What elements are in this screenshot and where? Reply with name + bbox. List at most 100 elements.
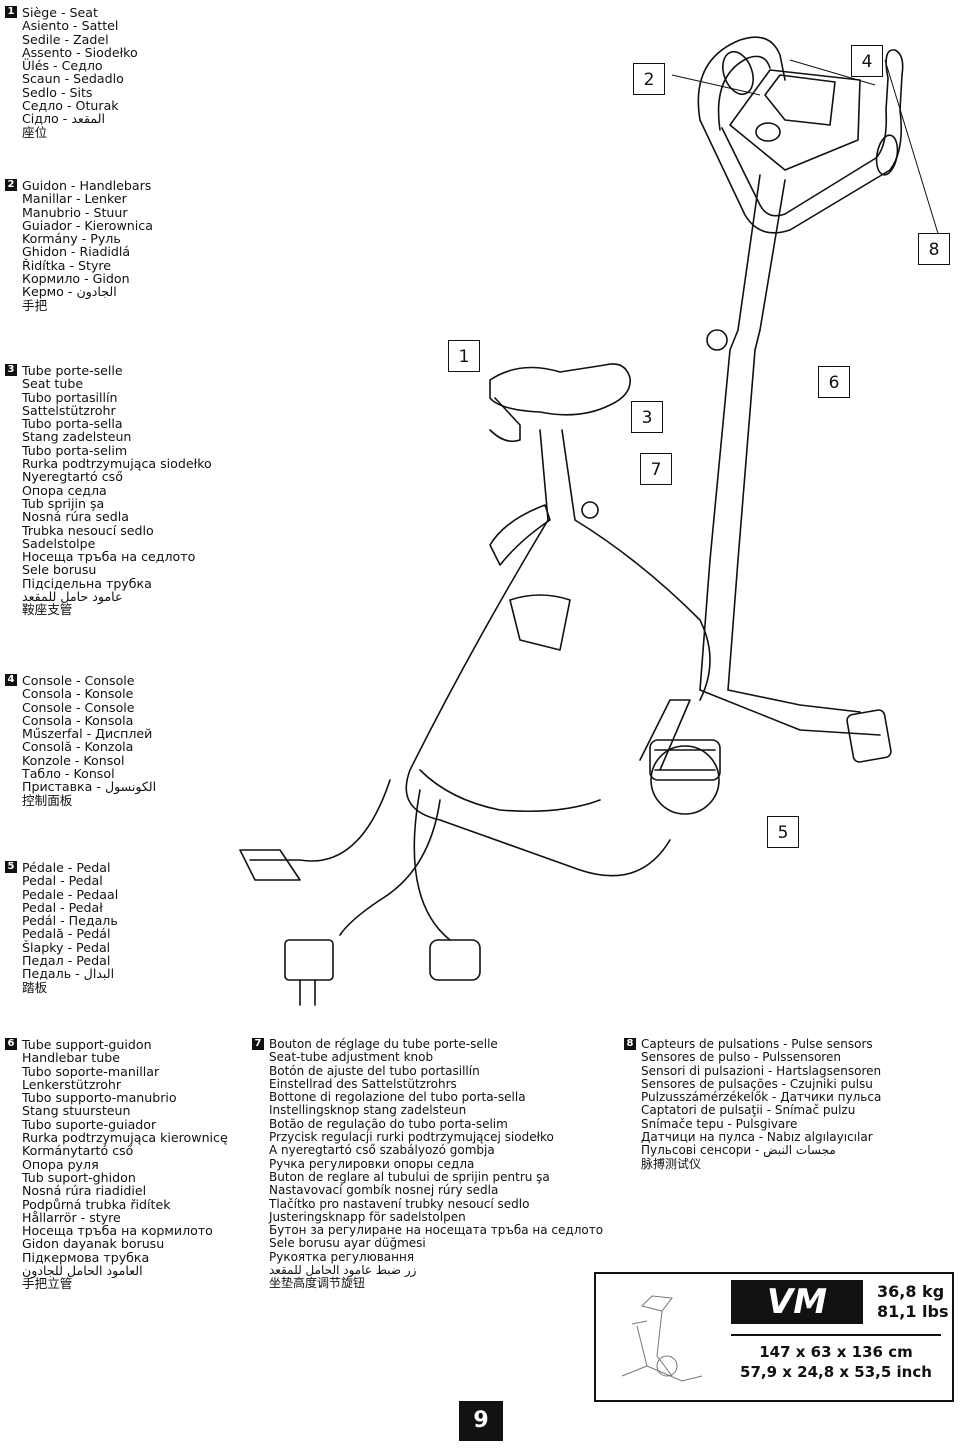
part-label: Műszerfal - Дисплей bbox=[22, 726, 153, 742]
part-label: Tube support-guidon bbox=[22, 1037, 152, 1052]
part-list-seat-tube: Tube porte-selle Seat tube Tubo portasil… bbox=[22, 364, 212, 617]
part-label: Педаль - البدال bbox=[22, 966, 115, 982]
part-label: Pedal - Pedał bbox=[22, 899, 103, 915]
part-label: 座位 bbox=[22, 124, 48, 140]
part-label: Manillar - Lenker bbox=[22, 191, 127, 207]
part-label: Nosná rúra sedla bbox=[22, 509, 129, 525]
callout-3: 3 bbox=[631, 401, 663, 433]
part-label: Опора седла bbox=[22, 482, 107, 498]
part-label: Scaun - Sedadlo bbox=[22, 71, 124, 87]
part-label: Носеща тръба на кормилото bbox=[22, 1223, 213, 1239]
part-label: Седло - Oturak bbox=[22, 98, 119, 114]
part-label: Кормило - Gidon bbox=[22, 271, 130, 287]
part-list-pedal: Pédale - Pedal Pedal - Pedal Pedale - Pe… bbox=[22, 861, 118, 994]
part-label: Сідло - المقعد bbox=[22, 111, 105, 127]
part-label: Seat-tube adjustment knob bbox=[269, 1050, 434, 1065]
part-label: Rurka podtrzymująca kierownicę bbox=[22, 1130, 228, 1146]
callout-8: 8 bbox=[918, 233, 950, 265]
part-list-pulse-sensors: Capteurs de pulsations - Pulse sensors S… bbox=[641, 1037, 882, 1171]
callout-1: 1 bbox=[448, 340, 480, 372]
part-label: Pedale - Pedaal bbox=[22, 886, 119, 902]
part-label: Датчици на пулса - Nabız algılayıcılar bbox=[641, 1130, 873, 1145]
part-label: Pedal - Pedal bbox=[22, 873, 103, 889]
part-label: Sattelstützrohr bbox=[22, 402, 116, 418]
part-label: Sadelstolpe bbox=[22, 535, 96, 551]
part-label: Tubo porta-selim bbox=[22, 442, 128, 458]
part-label: Rurka podtrzymująca siodełko bbox=[22, 456, 212, 472]
page-number: 9 bbox=[459, 1401, 503, 1441]
part-label: Stang stuursteun bbox=[22, 1103, 131, 1119]
part-label: Табло - Konsol bbox=[22, 766, 115, 782]
part-label: Kormány - Руль bbox=[22, 231, 121, 247]
bike-line-drawing bbox=[239, 36, 941, 1006]
part-label: Snímače tepu - Pulsgivare bbox=[641, 1116, 798, 1131]
part-label: Tub suport-ghidon bbox=[22, 1169, 136, 1185]
part-label: Кермо - الجادون bbox=[22, 284, 117, 300]
part-label: Підсідельна трубка bbox=[22, 575, 152, 591]
part-label: Siège - Seat bbox=[22, 5, 98, 20]
part-label: Tubo soporte-manillar bbox=[22, 1063, 160, 1079]
callout-2: 2 bbox=[633, 63, 665, 95]
part-label: Bottone di regolazione del tubo porta-se… bbox=[269, 1090, 526, 1105]
callout-7: 7 bbox=[640, 453, 672, 485]
part-label: Asiento - Sattel bbox=[22, 18, 119, 34]
part-number-badge: 5 bbox=[5, 861, 17, 873]
part-list-seat: Siège - Seat Asiento - Sattel Sedile - Z… bbox=[22, 6, 138, 139]
part-label: Nyeregtartó cső bbox=[22, 469, 123, 485]
part-label: Приставка - الكونسول bbox=[22, 779, 157, 795]
part-label: 手把 bbox=[22, 297, 48, 313]
dimensions: 147 x 63 x 136 cm 57,9 x 24,8 x 53,5 inc… bbox=[731, 1334, 941, 1390]
part-label: Podpůrná trubka řidítek bbox=[22, 1196, 171, 1212]
part-label: Pulzusszámérzékelők - Датчики пульса bbox=[641, 1090, 882, 1105]
part-label: Šlapky - Pedal bbox=[22, 939, 111, 955]
part-label: Пульсові сенсори - مجسات النبض bbox=[641, 1143, 836, 1158]
part-label: Kormánytartó cső bbox=[22, 1143, 134, 1159]
part-label: Stang zadelsteun bbox=[22, 429, 132, 445]
part-list-handlebar-tube: Tube support-guidon Handlebar tube Tubo … bbox=[22, 1038, 228, 1291]
part-label: Konzole - Konsol bbox=[22, 752, 125, 768]
part-label: Tube porte-selle bbox=[22, 363, 123, 378]
part-label: 踏板 bbox=[22, 979, 48, 995]
part-number-badge: 1 bbox=[5, 6, 17, 18]
part-label: Носеща тръба на седлото bbox=[22, 549, 196, 565]
part-label: Sele borusu bbox=[22, 562, 97, 578]
part-label: Sedile - Zadel bbox=[22, 31, 109, 47]
part-label: Педал - Pedal bbox=[22, 953, 111, 969]
part-label: Consolă - Konzola bbox=[22, 739, 134, 755]
part-label: Sensores de pulso - Pulssensoren bbox=[641, 1050, 841, 1065]
part-list-console: Console - Console Consola - Konsole Cons… bbox=[22, 674, 156, 807]
part-label: Рукоятка регулювання bbox=[269, 1249, 415, 1264]
part-label: Guidon - Handlebars bbox=[22, 178, 152, 193]
part-label: Lenkerstützrohr bbox=[22, 1076, 122, 1092]
dimensions-inch: 57,9 x 24,8 x 53,5 inch bbox=[740, 1363, 932, 1381]
part-label: Seat tube bbox=[22, 376, 84, 392]
part-number-badge: 6 bbox=[5, 1038, 17, 1050]
part-label: عامود حامل للمقعد bbox=[22, 589, 123, 605]
weight-kg: 36,8 kg bbox=[877, 1282, 945, 1301]
part-label: Ручка регулировки опоры седла bbox=[269, 1156, 475, 1171]
part-label: Ghidon - Riadidlá bbox=[22, 244, 131, 260]
part-number-badge: 8 bbox=[624, 1038, 636, 1050]
part-label: Einstellrad des Sattelstützrohrs bbox=[269, 1076, 457, 1091]
part-label: A nyeregtartó cső szabályozó gombja bbox=[269, 1143, 495, 1158]
part-label: Instellingsknop stang zadelsteun bbox=[269, 1103, 467, 1118]
weight-lbs: 81,1 lbs bbox=[877, 1302, 949, 1321]
part-number-badge: 3 bbox=[5, 364, 17, 376]
part-label: Бутон за регулиране на носещата тръба на… bbox=[269, 1223, 604, 1238]
part-label: Consola - Konsole bbox=[22, 686, 134, 702]
part-label: Botón de ajuste del tubo portasillín bbox=[269, 1063, 480, 1078]
part-label: Tubo suporte-guiador bbox=[22, 1116, 157, 1132]
part-label: Nastavovací gombík nosnej rúry sedla bbox=[269, 1183, 499, 1198]
part-label: 坐垫高度调节旋钮 bbox=[269, 1276, 366, 1291]
part-label: Опора руля bbox=[22, 1156, 99, 1172]
part-label: Tlačítko pro nastavení trubky nesoucí se… bbox=[269, 1196, 530, 1211]
part-label: Captatori de pulsaţii - Snímač pulzu bbox=[641, 1103, 856, 1118]
part-label: Assento - Siodełko bbox=[22, 44, 138, 60]
callout-6: 6 bbox=[818, 366, 850, 398]
part-label: العامود الحامل للجادون bbox=[22, 1263, 143, 1279]
bike-thumbnail-icon bbox=[621, 1295, 703, 1382]
part-label: Consola - Konsola bbox=[22, 712, 134, 728]
part-number-badge: 2 bbox=[5, 179, 17, 191]
part-label: 鞍座支管 bbox=[22, 602, 73, 618]
part-label: Trubka nesoucí sedlo bbox=[22, 522, 154, 538]
